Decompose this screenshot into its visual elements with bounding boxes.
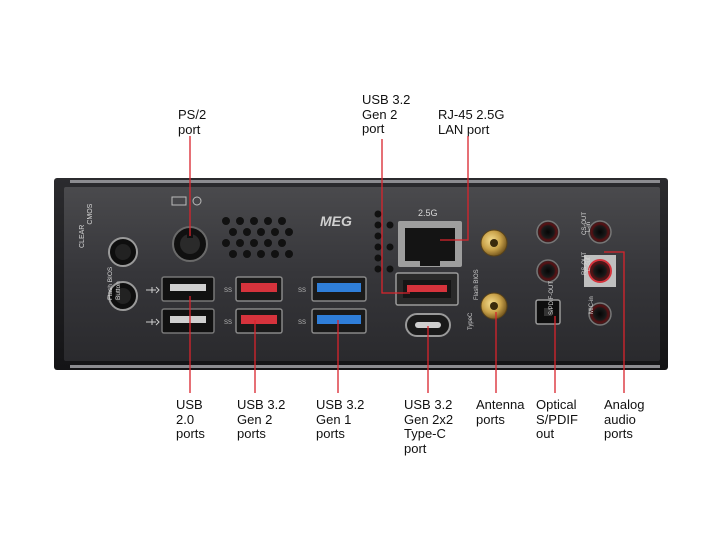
usb32-gen1-port-bottom[interactable] [311,308,367,334]
lan-speed-label: 2.5G [418,208,438,218]
rj45-lan-port[interactable] [398,221,462,267]
vent-hole [243,250,251,258]
vent-hole [278,217,286,225]
vent-hole [285,250,293,258]
label-rj45-lan-port: RJ-45 2.5G LAN port [438,107,505,137]
spdif-out-label: S/PDIF-OUT [549,281,555,315]
antenna-port-bottom[interactable] [480,292,508,320]
audio-jack-l-in[interactable] [588,220,612,244]
vent-hole [271,250,279,258]
usb20-port-bottom[interactable] [161,308,215,334]
clear-cmos-label: CLEARCMOS [79,203,94,248]
flash-bios-button-label: Flash BIOSButton [107,266,122,300]
vent-hole [285,228,293,236]
vent-hole [236,217,244,225]
vent-hole [250,217,258,225]
vent-hole [257,228,265,236]
vent-hole [236,239,244,247]
l-in-label: L-in [586,222,592,232]
label-usbc-port: USB 3.2 Gen 2x2 Type-C port [404,397,454,456]
label-usb32-gen1-ports: USB 3.2 Gen 1 ports [316,397,365,441]
label-analog-audio: Analog audio ports [604,397,645,441]
callout-leader-lines [189,136,625,393]
flash-bios-port-label: Flash BIOS [474,269,480,300]
vent-hole [278,239,286,247]
vent-hole [374,265,382,273]
rs-out-label: RS-OUT [582,252,588,275]
vent-hole [229,250,237,258]
audio-jack-mic-in[interactable] [588,302,612,326]
usb-type-c-port[interactable] [405,313,451,337]
vent-hole [271,228,279,236]
vent-hole [250,239,258,247]
watermark-logo-icon [604,499,635,530]
superspeed-icon: SS SS SS SS [224,288,306,326]
label-usb32-gen2-ports: USB 3.2 Gen 2 ports [237,397,286,441]
optical-spdif-port[interactable] [535,299,561,325]
svg-text:SS: SS [298,288,306,294]
brand-logo: MEG [320,213,352,229]
avito-watermark: Avito [604,496,707,530]
vent-hole [264,239,272,247]
vent-hole [374,243,382,251]
vent-hole [222,217,230,225]
l-out-label: L-out [586,257,592,271]
ps2-keyboard-mouse-icon [171,196,202,206]
vent-hole [374,232,382,240]
label-optical-spdif: Optical S/PDIF out [536,397,578,441]
svg-text:SS: SS [224,288,232,294]
shield-panel [64,187,660,361]
usb20-port-top[interactable] [161,276,215,302]
audio-jack-rs-out[interactable] [536,259,560,283]
svg-text:SS: SS [298,320,306,326]
vent-hole [229,228,237,236]
vent-hole [374,254,382,262]
vent-hole [386,243,394,251]
usb-icon [146,286,160,326]
vent-hole [374,210,382,218]
vent-hole [386,221,394,229]
usb32-gen2-port-bottom[interactable] [235,308,283,334]
svg-text:SS: SS [224,320,232,326]
label-ps2-port: PS/2 port [178,107,207,137]
usb32-gen2-port-top[interactable] [235,276,283,302]
label-usb20-ports: USB 2.0 ports [176,397,205,441]
typec-label: TypeC [468,312,474,330]
audio-jack-cs-out[interactable] [536,220,560,244]
label-antenna-ports: Antenna ports [476,397,525,427]
vent-hole [222,239,230,247]
vent-holes [222,210,394,273]
vent-hole [264,217,272,225]
mic-in-label: MIC-in [589,296,595,314]
usb32-gen1-port-top[interactable] [311,276,367,302]
audio-jack-l-out[interactable] [584,255,616,287]
vent-hole [374,221,382,229]
flash-bios-button[interactable] [108,281,138,311]
cs-out-label: CS-OUT [582,212,588,235]
vent-hole [386,265,394,273]
label-usb32-gen2-port: USB 3.2 Gen 2 port [362,92,411,136]
shield-teeth [70,180,660,368]
clear-cmos-button[interactable] [108,237,138,267]
vent-hole [243,228,251,236]
antenna-port-top[interactable] [480,229,508,257]
usb32-gen2-port-flash[interactable] [395,272,459,306]
vent-hole [257,250,265,258]
